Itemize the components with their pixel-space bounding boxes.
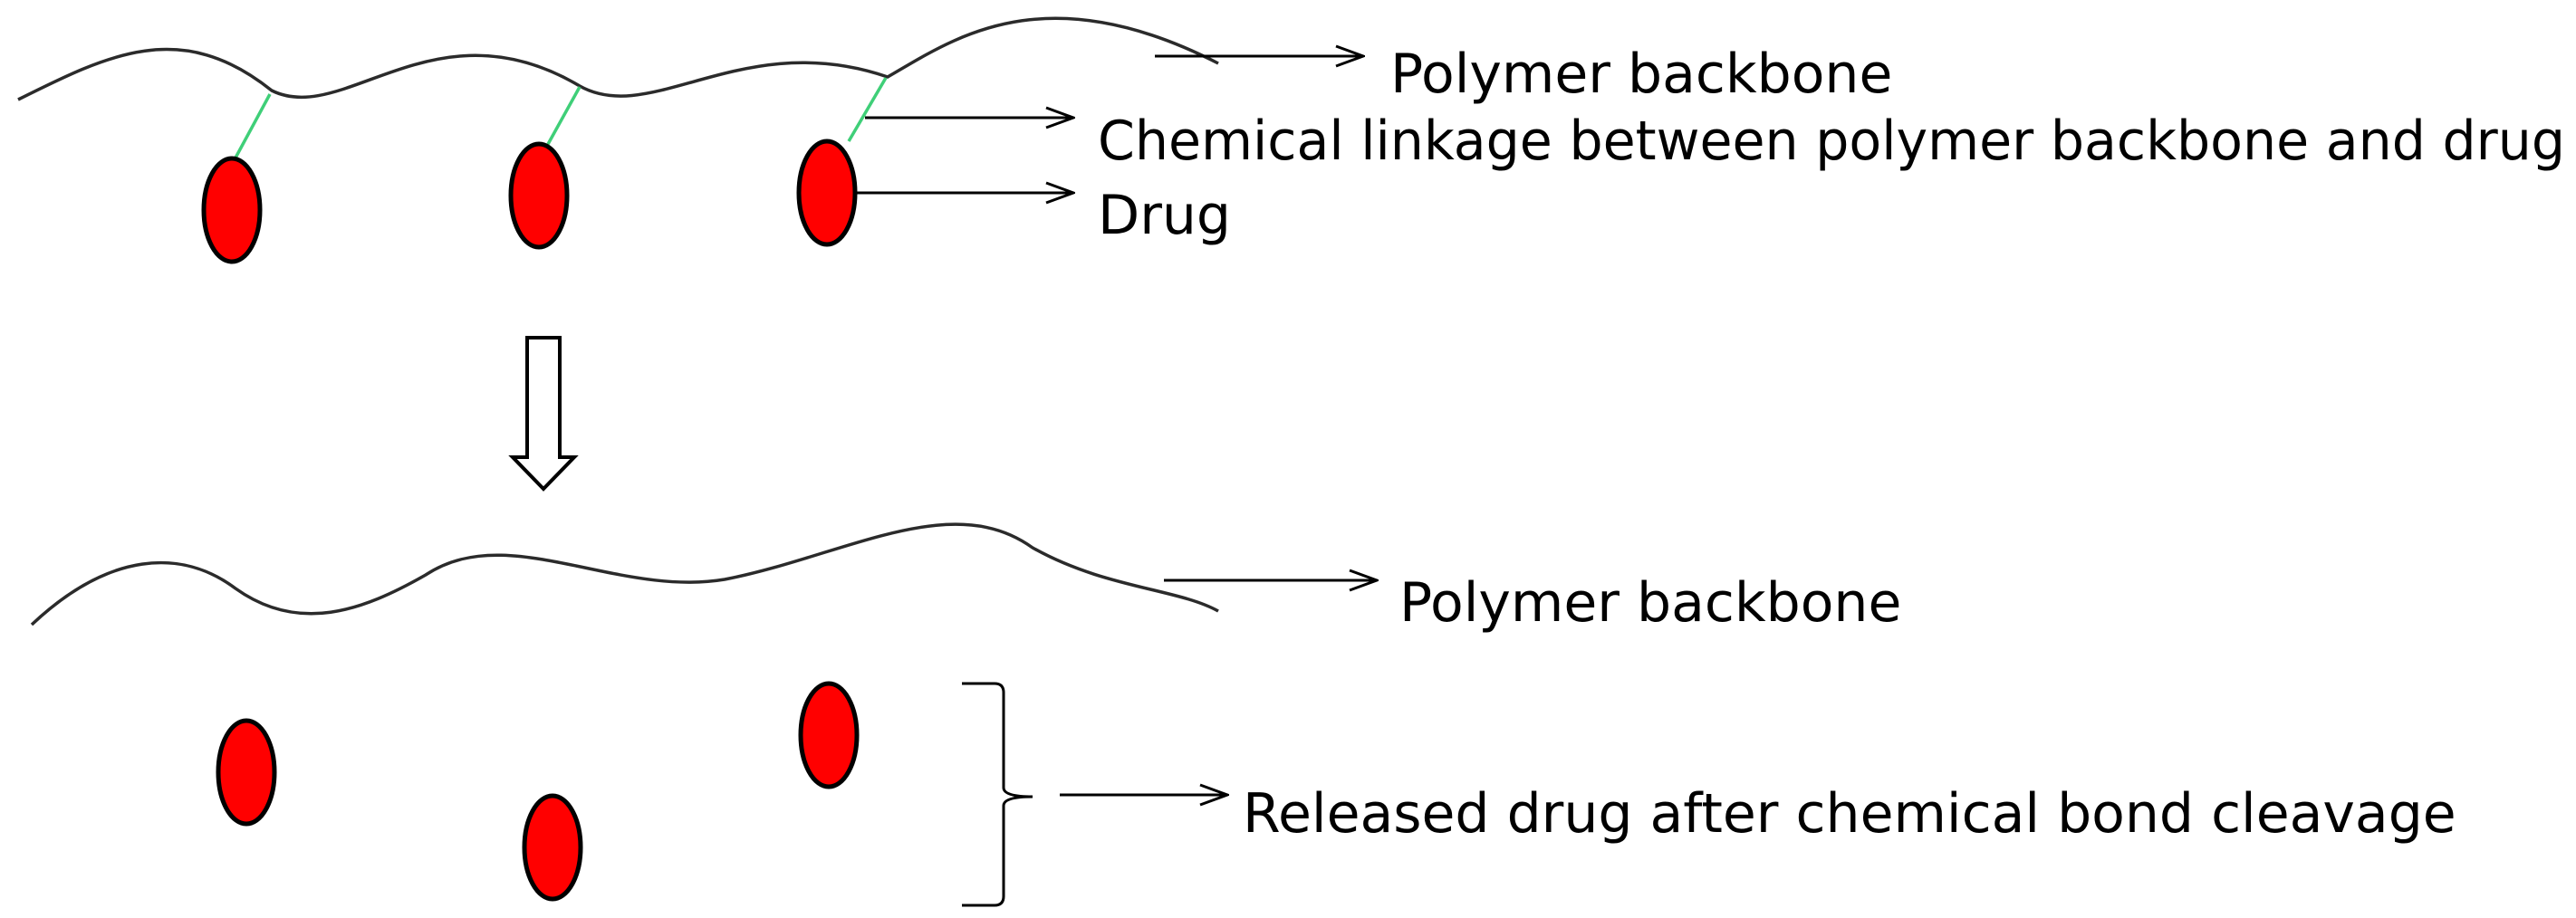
chemical-linkage-1: [232, 93, 272, 162]
chemical-linkage-3: [847, 77, 888, 142]
released-drug-1: [216, 718, 277, 827]
released-drug-label: Released drug after chemical bond cleava…: [1243, 782, 2456, 846]
linkage-label: Chemical linkage between polymer backbon…: [1098, 110, 2565, 173]
drug-label: Drug: [1098, 184, 1231, 247]
released-drug-2: [522, 793, 583, 902]
drug-1: [201, 156, 263, 264]
polymer-backbone-top: [17, 16, 1219, 101]
top-backbone-label: Polymer backbone: [1390, 43, 1892, 106]
polymer-backbone-bottom: [30, 522, 1219, 626]
drug-3: [796, 139, 858, 247]
process-arrow-icon: [508, 336, 579, 492]
chemical-linkage-2: [545, 86, 582, 147]
released-drugs-brace: [962, 682, 1033, 907]
drug-2: [508, 141, 570, 250]
released-drug-3: [798, 681, 860, 789]
bottom-backbone-label: Polymer backbone: [1399, 571, 1901, 635]
